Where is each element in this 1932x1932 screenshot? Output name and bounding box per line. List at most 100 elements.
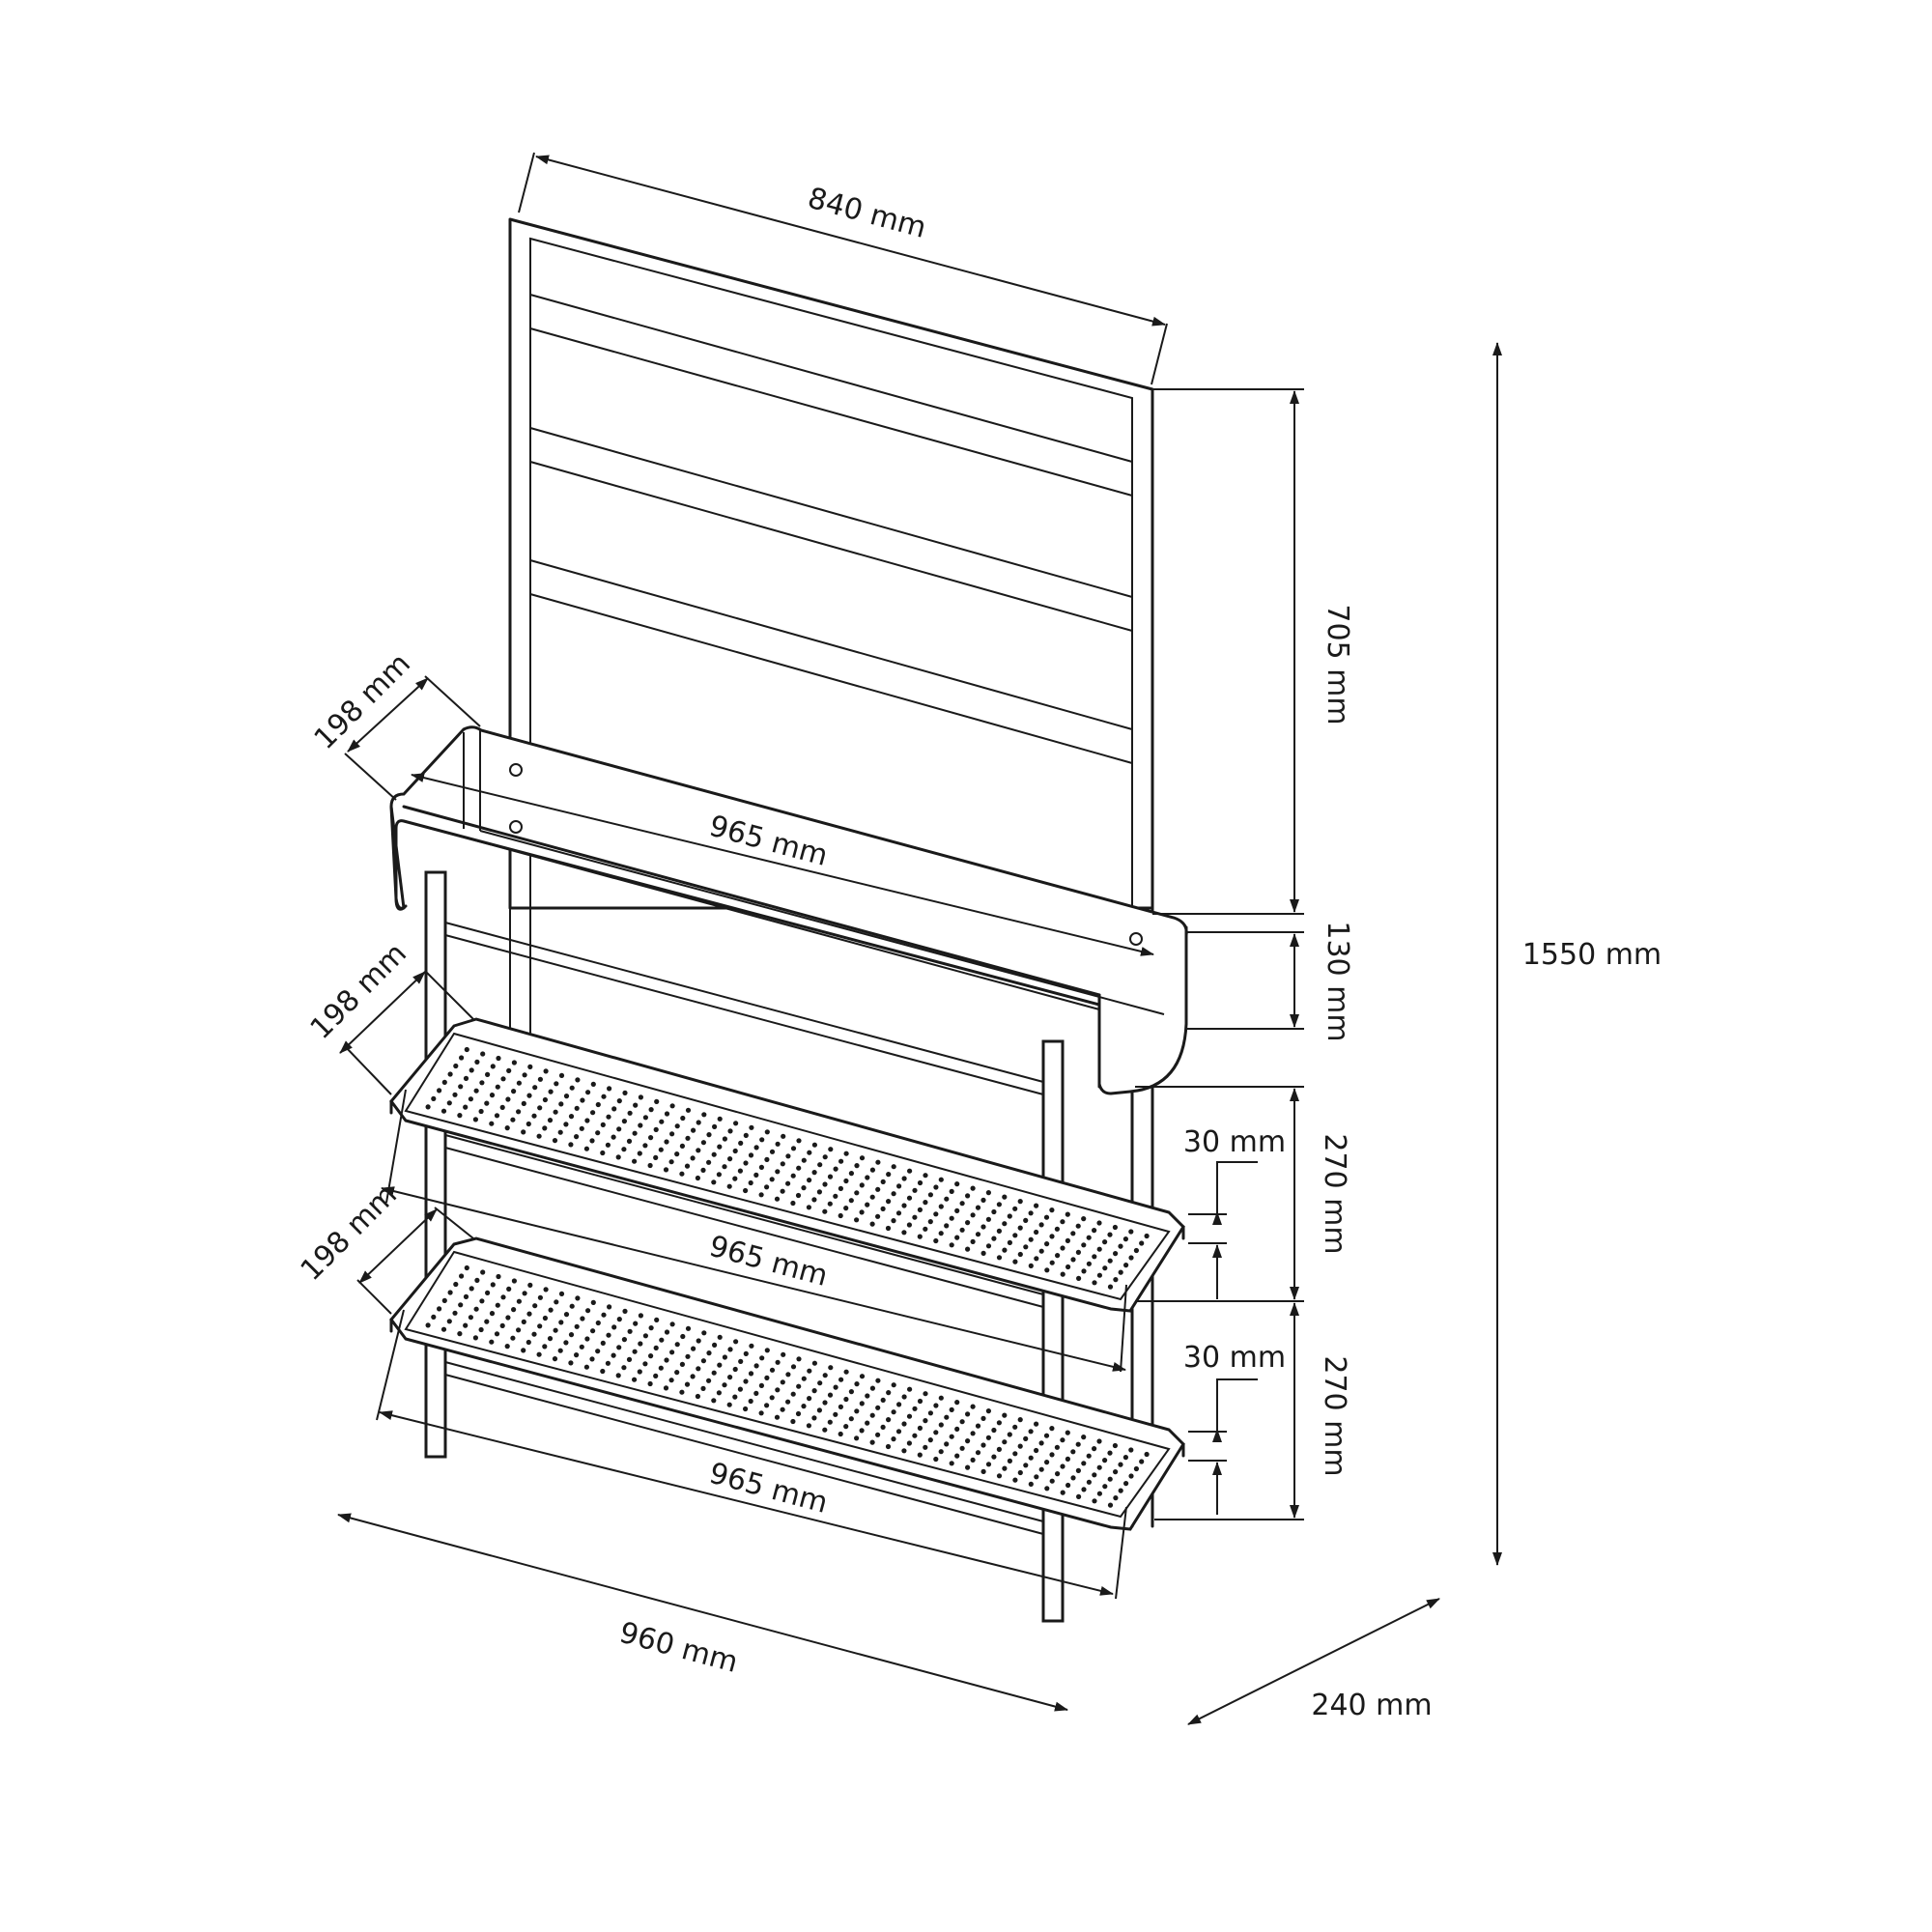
- perforation-hole: [511, 1060, 518, 1065]
- perforation-hole: [1144, 1233, 1150, 1239]
- perforation-hole: [712, 1123, 718, 1129]
- perforation-hole: [774, 1196, 781, 1202]
- perforation-hole: [1122, 1236, 1128, 1242]
- perforation-hole: [907, 1386, 913, 1392]
- perforation-hole: [970, 1457, 976, 1463]
- perforation-hole: [1038, 1222, 1044, 1228]
- perforation-hole: [431, 1095, 437, 1101]
- perforation-hole: [542, 1315, 549, 1321]
- perforation-hole: [980, 1224, 986, 1230]
- perforation-hole: [457, 1331, 463, 1337]
- label-shelf1-rim: 30 mm: [1183, 1125, 1286, 1159]
- label-shelf2-length: 965 mm: [705, 1457, 831, 1520]
- perforation-hole: [1107, 1284, 1114, 1290]
- label-total-depth: 240 mm: [1311, 1689, 1432, 1722]
- perforation-hole: [453, 1063, 459, 1069]
- perforation-hole: [1002, 1221, 1008, 1227]
- perforation-hole: [1096, 1246, 1102, 1252]
- perforation-hole: [917, 1234, 923, 1239]
- perforation-hole: [1028, 1429, 1034, 1435]
- perforation-hole: [901, 1203, 907, 1208]
- perforation-hole: [563, 1122, 569, 1127]
- perforation-hole: [1113, 1251, 1119, 1257]
- perforation-hole: [499, 1322, 505, 1328]
- perforation-hole: [733, 1339, 739, 1345]
- perforation-hole: [653, 1345, 659, 1350]
- perforation-hole: [1060, 1463, 1065, 1469]
- perforation-hole: [1128, 1473, 1134, 1479]
- perforation-hole: [717, 1362, 723, 1368]
- perforation-hole: [817, 1380, 823, 1386]
- perforation-hole: [463, 1104, 469, 1110]
- perforation-hole: [637, 1369, 642, 1375]
- perforation-hole: [484, 1100, 490, 1106]
- perforation-hole: [510, 1117, 516, 1122]
- perforation-hole: [642, 1333, 649, 1339]
- perforation-hole: [531, 1331, 537, 1337]
- perforation-hole: [595, 1101, 601, 1108]
- perforation-hole: [980, 1442, 986, 1448]
- perforation-hole: [632, 1158, 638, 1164]
- label-shelf2-spacing: 270 mm: [1318, 1355, 1351, 1476]
- perforation-hole: [875, 1159, 881, 1165]
- perforation-hole: [700, 1358, 707, 1364]
- perforation-hole: [474, 1059, 480, 1065]
- perforation-hole: [738, 1140, 744, 1146]
- perforation-hole: [1017, 1251, 1023, 1258]
- perforation-hole: [1133, 1247, 1139, 1254]
- perforation-hole: [716, 1390, 723, 1396]
- perforation-hole: [938, 1422, 944, 1428]
- perforation-hole: [580, 1316, 585, 1321]
- perforation-hole: [854, 1408, 860, 1414]
- perforation-hole: [494, 1113, 500, 1119]
- perforation-hole: [664, 1111, 670, 1117]
- perforation-hole: [485, 1071, 491, 1077]
- perforation-hole: [458, 1302, 464, 1308]
- perforation-hole: [547, 1118, 554, 1123]
- perforation-hole: [780, 1406, 785, 1412]
- perforation-hole: [1044, 1486, 1050, 1492]
- perforation-hole: [611, 1106, 617, 1112]
- perforation-hole: [452, 1310, 458, 1316]
- perforation-hole: [557, 1129, 563, 1135]
- perforation-hole: [795, 1192, 802, 1199]
- perforation-hole: [865, 1175, 870, 1180]
- perforation-hole: [711, 1370, 717, 1376]
- perforation-hole: [664, 1357, 669, 1363]
- perforation-hole: [801, 1404, 807, 1409]
- perforation-hole: [780, 1379, 785, 1385]
- perforation-hole: [859, 1428, 865, 1434]
- perforation-hole: [980, 1250, 986, 1256]
- perforation-hole: [807, 1368, 812, 1374]
- perforation-hole: [959, 1419, 965, 1425]
- perforation-hole: [717, 1116, 723, 1122]
- perforation-hole: [1065, 1482, 1071, 1489]
- perforation-hole: [473, 1088, 479, 1094]
- perforation-hole: [901, 1230, 907, 1236]
- perforation-hole: [711, 1151, 717, 1157]
- perforation-hole: [663, 1167, 669, 1173]
- perforation-hole: [959, 1445, 965, 1451]
- perforation-hole: [965, 1438, 971, 1444]
- perforation-hole: [469, 1286, 474, 1292]
- perforation-hole: [959, 1227, 965, 1233]
- perforation-hole: [1102, 1484, 1108, 1490]
- perforation-hole: [1113, 1495, 1119, 1501]
- perforation-hole: [579, 1125, 584, 1131]
- perforation-hole: [479, 1080, 485, 1086]
- perforation-hole: [553, 1109, 558, 1115]
- perforation-hole: [1086, 1235, 1092, 1240]
- perforation-hole: [583, 1146, 590, 1151]
- perforation-hole: [944, 1223, 950, 1229]
- perforation-hole: [970, 1238, 976, 1244]
- label-shelf1-spacing: 270 mm: [1318, 1133, 1351, 1254]
- perforation-hole: [1012, 1259, 1018, 1264]
- perforation-hole: [758, 1382, 765, 1388]
- perforation-hole: [574, 1105, 580, 1111]
- perforation-hole: [764, 1403, 770, 1408]
- perforation-hole: [1060, 1271, 1065, 1277]
- perforation-hole: [563, 1312, 570, 1318]
- perforation-hole: [580, 1097, 585, 1103]
- perforation-hole: [600, 1368, 606, 1375]
- perforation-hole: [648, 1135, 654, 1141]
